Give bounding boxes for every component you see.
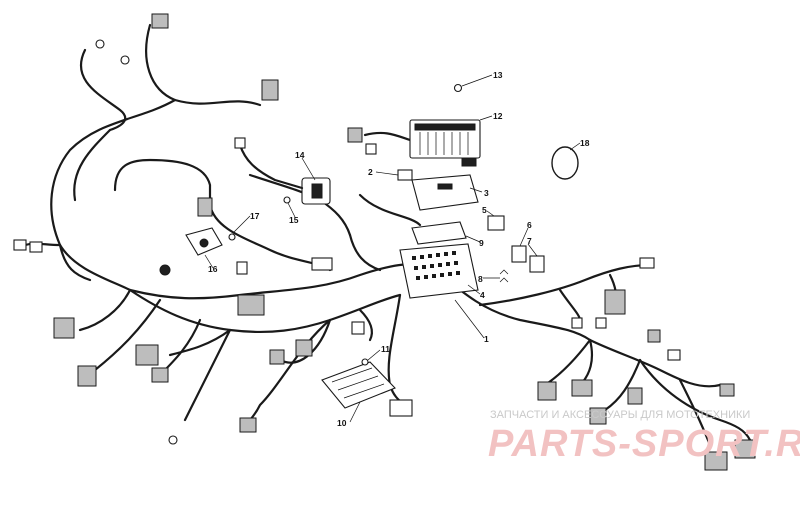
callout-7: 7	[527, 236, 532, 246]
callout-13: 13	[493, 70, 503, 80]
callout-15: 15	[289, 215, 299, 225]
callout-16: 16	[208, 264, 218, 274]
regulator-screw	[453, 83, 463, 93]
callout-12: 12	[493, 111, 503, 121]
callout-10: 10	[337, 418, 347, 428]
callout-4: 4	[480, 290, 485, 300]
relay-7	[529, 255, 545, 273]
coil-bolt	[283, 196, 291, 204]
control-module	[321, 361, 413, 417]
ignition-coil	[234, 137, 331, 205]
connector-2	[397, 169, 413, 181]
fuse-box-gasket	[411, 221, 467, 245]
watermark: ЗАПЧАСТИ И АКСЕССУАРЫ ДЛЯ МОТОТЕХНИКИ PA…	[488, 409, 800, 465]
callout-1: 1	[484, 334, 489, 344]
relay-6	[511, 245, 527, 263]
callout-5: 5	[482, 205, 487, 215]
fuses	[499, 269, 509, 283]
watermark-brand: PARTS-SPORT.RU	[488, 423, 800, 465]
hose-clamp	[551, 146, 579, 180]
callout-3: 3	[484, 188, 489, 198]
watermark-caption: ЗАПЧАСТИ И АКСЕССУАРЫ ДЛЯ МОТОТЕХНИКИ	[490, 409, 750, 421]
voltage-regulator	[409, 119, 481, 167]
module-screw	[361, 358, 369, 366]
callout-11: 11	[381, 344, 390, 354]
leader-lines	[204, 74, 581, 423]
sensor-screw	[228, 233, 236, 241]
callout-18: 18	[580, 138, 590, 148]
callout-9: 9	[479, 238, 484, 248]
callout-8: 8	[478, 274, 483, 284]
connectors	[13, 13, 756, 471]
callout-6: 6	[527, 220, 532, 230]
callout-2: 2	[368, 167, 373, 177]
fuse-box-cover	[411, 174, 479, 211]
sensor-16	[185, 227, 223, 256]
wiring-harness	[23, 23, 752, 447]
callout-17: 17	[250, 211, 260, 221]
relay-5	[487, 215, 505, 231]
callout-14: 14	[295, 150, 305, 160]
callout-labels: 1 2 3 4 5 6 7 8 9 10 11 12 13 14 15 16 1…	[208, 70, 590, 428]
fuse-block	[399, 243, 479, 299]
